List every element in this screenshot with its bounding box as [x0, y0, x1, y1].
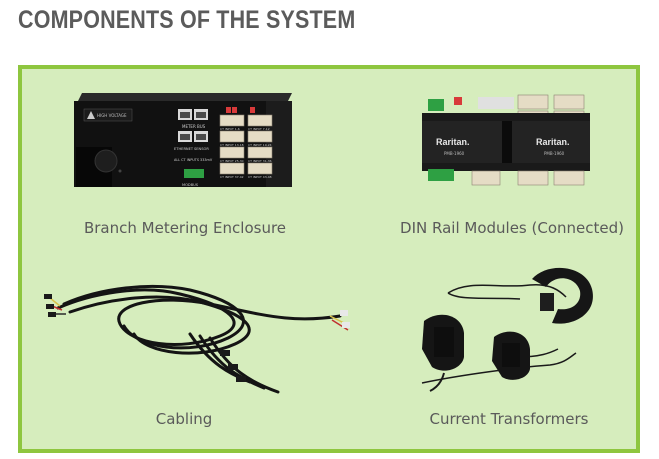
metering-enclosure-image: HIGH VOLTAGE METER BUS ETHERNET SENSOR A…: [74, 93, 292, 187]
caption-current-transformers: Current Transformers: [429, 410, 589, 428]
ct-port-label: CT INPUT 37-42: [220, 175, 244, 179]
model-label-right: PMB-1960: [544, 151, 565, 156]
ct-port-label: CT INPUT 7-12: [248, 127, 270, 131]
page-title: COMPONENTS OF THE SYSTEM: [18, 6, 356, 34]
model-label-left: PMB-1960: [444, 151, 465, 156]
brand-label-right: Raritan.: [536, 137, 570, 147]
brand-label-left: Raritan.: [436, 137, 470, 147]
ct-port-label: CT INPUT 19-24: [248, 143, 272, 147]
ct-port-label: CT INPUT 1-6: [220, 127, 240, 131]
cable-bundle-image: [44, 285, 350, 394]
enclosure-warning-text: HIGH VOLTAGE: [97, 113, 127, 118]
ethernet-label: ETHERNET: [174, 147, 194, 151]
ct-port-label: CT INPUT 25-30: [220, 159, 244, 163]
current-transformer-image: [421, 267, 593, 392]
ct-port-label: CT INPUT 31-36: [248, 159, 272, 163]
caption-cabling: Cabling: [155, 410, 213, 428]
din-rail-modules-image: Raritan. Raritan. PMB-1960 PMB-1960: [422, 94, 590, 186]
ct-port-label: CT INPUT 43-48: [248, 175, 272, 179]
modbus-label: MODBUS: [182, 183, 199, 187]
components-panel: HIGH VOLTAGE METER BUS ETHERNET SENSOR A…: [18, 65, 640, 453]
sensor-label: SENSOR: [194, 147, 209, 151]
caption-din-rail-modules: DIN Rail Modules (Connected): [400, 219, 624, 237]
caption-branch-metering-enclosure: Branch Metering Enclosure: [83, 219, 287, 237]
ct-inputs-label: ALL CT INPUTS 333mV: [174, 158, 213, 162]
meter-bus-label: METER BUS: [182, 124, 206, 129]
ct-port-label: CT INPUT 13-18: [220, 143, 244, 147]
